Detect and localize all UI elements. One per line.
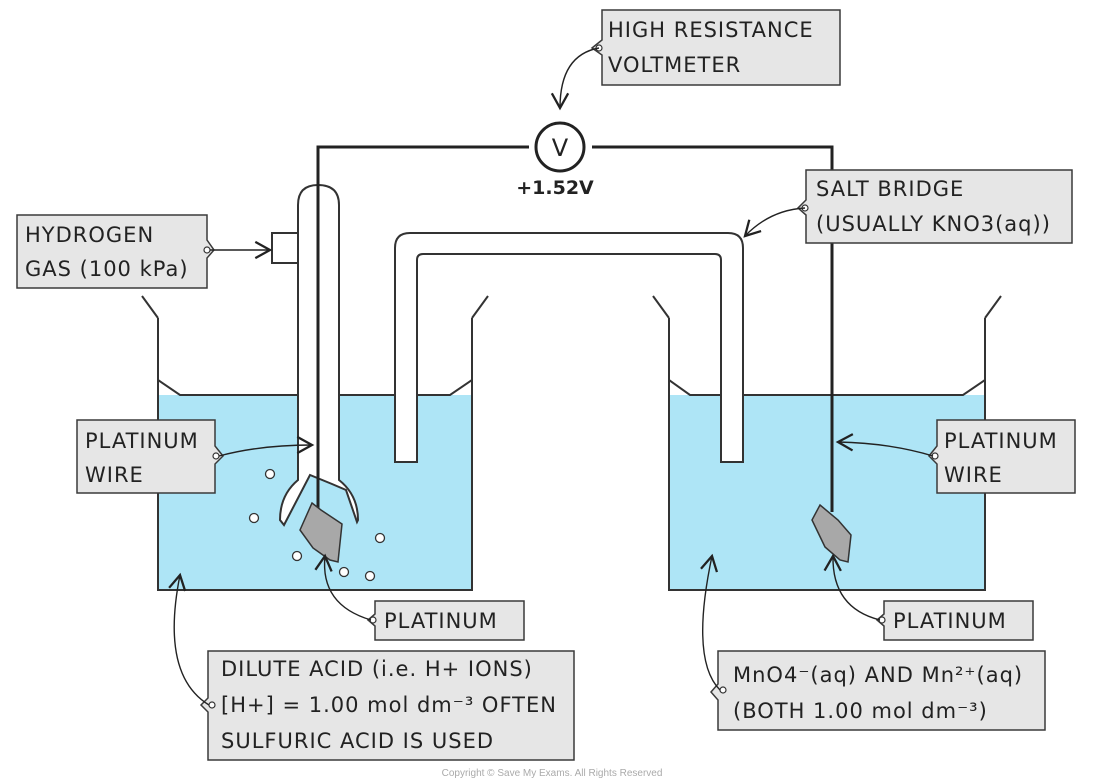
label-platinum-left-text: PLATINUM <box>384 609 498 633</box>
arrow-platinum-right <box>823 553 881 621</box>
label-platinum-wire-left-line1: PLATINUM <box>85 429 199 453</box>
label-mno4-line2: (BOTH 1.00 mol dm⁻³) <box>733 699 988 723</box>
voltage-reading: +1.52V <box>516 177 594 199</box>
label-platinum-wire-right: PLATINUM WIRE <box>927 419 1076 494</box>
platinum-electrode-left <box>299 501 343 563</box>
external-wire <box>316 145 834 515</box>
arrow-platinum-wire-left <box>218 435 315 457</box>
label-dilute-acid: DILUTE ACID (i.e. H+ IONS) [H+] = 1.00 m… <box>199 650 575 761</box>
label-voltmeter-line1: HIGH RESISTANCE <box>608 18 814 42</box>
salt-bridge <box>394 232 744 463</box>
label-hydrogen-line1: HYDROGEN <box>25 223 154 247</box>
left-beaker-lip <box>141 295 489 319</box>
voltmeter <box>534 121 586 173</box>
label-platinum-wire-left: PLATINUM WIRE <box>76 419 225 494</box>
label-dilute-acid-line1: DILUTE ACID (i.e. H+ IONS) <box>221 657 533 681</box>
hydrogen-bubbles <box>248 468 386 582</box>
label-salt-bridge: SALT BRIDGE (USUALLY KNO3(aq)) <box>796 169 1073 244</box>
label-platinum-left: PLATINUM <box>366 600 525 641</box>
label-voltmeter: HIGH RESISTANCE VOLTMETER <box>590 9 841 86</box>
arrow-platinum-wire-right <box>835 433 934 457</box>
label-dilute-acid-line2: [H+] = 1.00 mol dm⁻³ OFTEN <box>221 693 557 717</box>
label-hydrogen-line2: GAS (100 kPa) <box>25 257 189 281</box>
label-hydrogen: HYDROGEN GAS (100 kPa) <box>16 214 215 289</box>
label-mno4: MnO4⁻(aq) AND Mn²⁺(aq) (BOTH 1.00 mol dm… <box>710 650 1046 731</box>
label-platinum-wire-right-line1: PLATINUM <box>944 429 1058 453</box>
label-platinum-wire-right-line2: WIRE <box>944 463 1003 487</box>
label-platinum-wire-left-line2: WIRE <box>85 463 144 487</box>
voltmeter-symbol: V <box>552 134 569 162</box>
arrow-mno4 <box>700 553 721 691</box>
label-salt-bridge-line1: SALT BRIDGE <box>816 177 964 201</box>
hydrogen-tube <box>271 183 360 527</box>
arrow-platinum-left <box>314 553 372 621</box>
label-platinum-right-text: PLATINUM <box>893 609 1007 633</box>
platinum-electrode-right <box>811 503 852 563</box>
arrow-voltmeter <box>550 47 600 111</box>
label-dilute-acid-line3: SULFURIC ACID IS USED <box>221 729 494 753</box>
label-mno4-line1: MnO4⁻(aq) AND Mn²⁺(aq) <box>733 663 1023 687</box>
right-beaker-lip <box>652 295 1002 319</box>
label-salt-bridge-line2: (USUALLY KNO3(aq)) <box>816 212 1051 236</box>
copyright-notice: Copyright © Save My Exams. All Rights Re… <box>442 768 663 779</box>
arrow-salt-bridge <box>743 207 806 238</box>
arrow-dilute-acid <box>168 572 210 706</box>
label-voltmeter-line2: VOLTMETER <box>608 53 741 77</box>
label-platinum-right: PLATINUM <box>875 600 1034 641</box>
